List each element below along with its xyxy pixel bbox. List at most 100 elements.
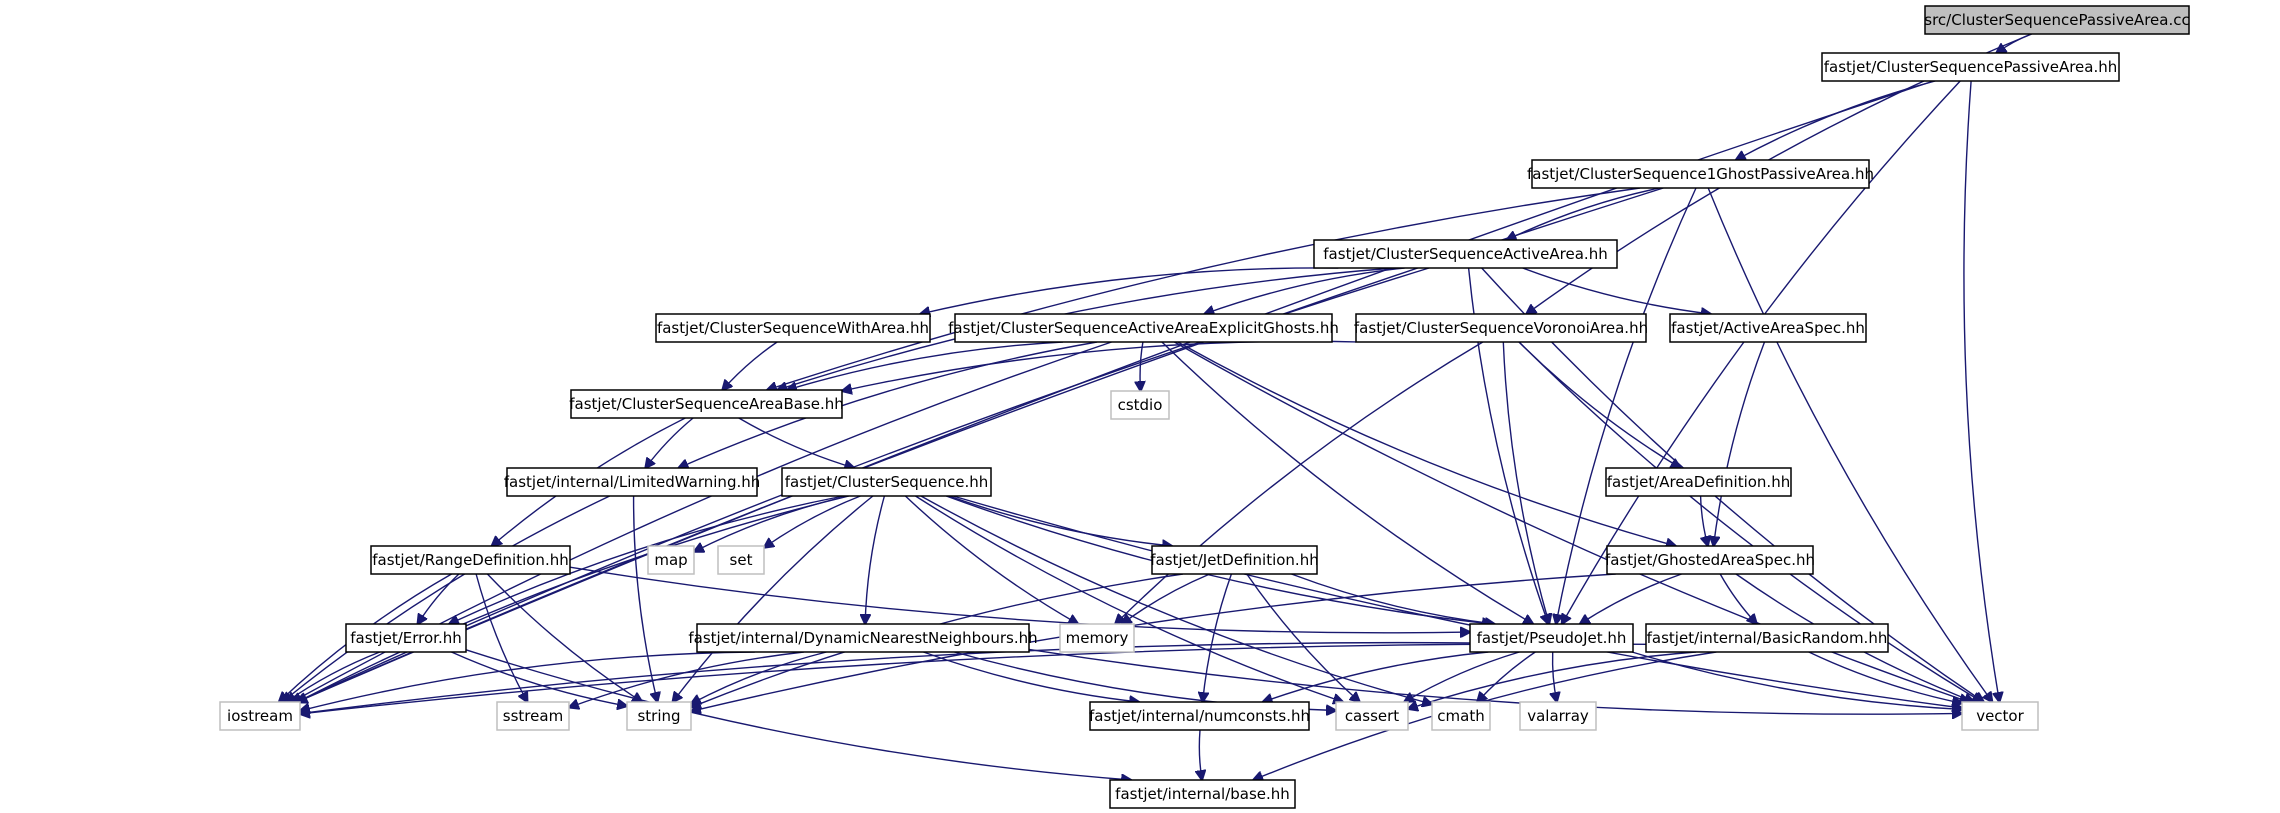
- node-label-dnn: fastjet/internal/DynamicNearestNeighbour…: [688, 629, 1037, 647]
- node-box-csva: [1355, 313, 1647, 343]
- node-sstream: sstream: [496, 701, 570, 731]
- node-cswa[interactable]: fastjet/ClusterSequenceWithArea.hh: [655, 313, 931, 343]
- node-cs[interactable]: fastjet/ClusterSequence.hh: [781, 467, 992, 497]
- node-label-cstdio: cstdio: [1118, 396, 1163, 414]
- node-label-cs1g: fastjet/ClusterSequence1GhostPassiveArea…: [1527, 165, 1874, 183]
- edge-jd-to-nc: [1203, 573, 1233, 702]
- edge-cspa-to-cs1g: [1736, 80, 1936, 160]
- node-box-string: [626, 701, 692, 731]
- node-map: map: [647, 545, 695, 575]
- node-label-pj: fastjet/PseudoJet.hh: [1477, 629, 1627, 647]
- edge-dnn-to-vector: [1028, 648, 1962, 714]
- node-cspa[interactable]: fastjet/ClusterSequencePassiveArea.hh: [1821, 52, 2120, 82]
- edge-cs-to-memory: [904, 495, 1078, 624]
- edge-br-to-cassert: [1408, 651, 1697, 709]
- node-aas[interactable]: fastjet/ActiveAreaSpec.hh: [1669, 313, 1867, 343]
- node-label-set: set: [730, 551, 753, 569]
- node-jd[interactable]: fastjet/JetDefinition.hh: [1150, 545, 1319, 575]
- node-root[interactable]: src/ClusterSequencePassiveArea.cc: [1924, 5, 2190, 35]
- nodes-layer: src/ClusterSequencePassiveArea.cc fastjet…: [219, 5, 2190, 809]
- node-pj[interactable]: fastjet/PseudoJet.hh: [1469, 623, 1634, 653]
- node-box-cstdio: [1110, 390, 1170, 420]
- node-dnn[interactable]: fastjet/internal/DynamicNearestNeighbour…: [688, 623, 1038, 653]
- node-set: set: [717, 545, 765, 575]
- edge-cs-to-cassert: [915, 495, 1344, 702]
- edge-cs1g-to-csab: [767, 187, 1641, 390]
- edge-csaeg-to-csab: [787, 341, 1064, 390]
- edge-csva-to-memory: [1115, 341, 1484, 624]
- node-label-br: fastjet/internal/BasicRandom.hh: [1647, 629, 1888, 647]
- edge-jd-to-cassert: [1246, 573, 1360, 702]
- node-csab[interactable]: fastjet/ClusterSequenceAreaBase.hh: [569, 389, 844, 419]
- edge-br-to-vector: [1808, 651, 1962, 703]
- node-box-cmath: [1431, 701, 1491, 731]
- edge-ad-to-gas: [1699, 495, 1708, 546]
- node-box-err: [345, 623, 467, 653]
- node-box-lw: [506, 467, 758, 497]
- edge-cs-to-vector: [952, 495, 1962, 708]
- node-label-csva: fastjet/ClusterSequenceVoronoiArea.hh: [1354, 319, 1648, 337]
- node-label-rd: fastjet/RangeDefinition.hh: [372, 551, 568, 569]
- edge-gas-to-pj: [1580, 573, 1682, 624]
- node-box-pj: [1469, 623, 1634, 653]
- edge-rd-to-string: [486, 573, 642, 702]
- node-csva[interactable]: fastjet/ClusterSequenceVoronoiArea.hh: [1354, 313, 1648, 343]
- edge-pj-to-cmath: [1477, 651, 1536, 702]
- node-base[interactable]: fastjet/internal/base.hh: [1109, 779, 1296, 809]
- node-ad[interactable]: fastjet/AreaDefinition.hh: [1605, 467, 1792, 497]
- node-valarray: valarray: [1519, 701, 1597, 731]
- edge-cs-to-string: [673, 495, 874, 702]
- node-label-csab: fastjet/ClusterSequenceAreaBase.hh: [569, 395, 844, 413]
- node-gas[interactable]: fastjet/GhostedAreaSpec.hh: [1605, 545, 1815, 575]
- edge-err-to-iostream: [286, 651, 381, 702]
- node-label-map: map: [654, 551, 687, 569]
- node-csaeg[interactable]: fastjet/ClusterSequenceActiveAreaExplici…: [948, 313, 1339, 343]
- node-box-root: [1924, 5, 2190, 35]
- edge-csaa-to-csab: [777, 267, 1395, 390]
- edge-jd-to-pj: [1291, 573, 1494, 624]
- edge-cspa-to-vector: [1963, 80, 1999, 702]
- node-box-map: [647, 545, 695, 575]
- edge-br-to-iostream: [300, 643, 1647, 714]
- node-string: string: [626, 701, 692, 731]
- node-err[interactable]: fastjet/Error.hh: [345, 623, 467, 653]
- edge-dnn-to-string: [691, 651, 827, 704]
- edge-csva-to-vector: [1518, 341, 1982, 702]
- node-label-memory: memory: [1066, 629, 1129, 647]
- node-box-memory: [1059, 623, 1135, 653]
- node-label-cmath: cmath: [1437, 707, 1484, 725]
- edge-lw-to-string: [632, 495, 658, 702]
- node-label-vector: vector: [1976, 707, 2024, 725]
- node-iostream: iostream: [219, 701, 301, 731]
- edge-csaeg-to-pj: [1161, 341, 1533, 624]
- node-nc[interactable]: fastjet/internal/numconsts.hh: [1089, 701, 1310, 731]
- edge-csaeg-to-gas: [1177, 341, 1676, 546]
- node-box-iostream: [219, 701, 301, 731]
- edge-csaa-to-aas: [1522, 267, 1711, 314]
- node-csaa[interactable]: fastjet/ClusterSequenceActiveArea.hh: [1313, 239, 1618, 269]
- node-lw[interactable]: fastjet/internal/LimitedWarning.hh: [504, 467, 761, 497]
- node-box-br: [1645, 623, 1889, 653]
- edge-aas-to-gas: [1714, 341, 1766, 546]
- node-label-csaeg: fastjet/ClusterSequenceActiveAreaExplici…: [948, 319, 1339, 337]
- node-box-valarray: [1519, 701, 1597, 731]
- node-box-csaeg: [954, 313, 1333, 343]
- node-label-nc: fastjet/internal/numconsts.hh: [1089, 707, 1310, 725]
- node-memory: memory: [1059, 623, 1135, 653]
- node-rd[interactable]: fastjet/RangeDefinition.hh: [370, 545, 571, 575]
- edge-rd-to-err: [418, 573, 460, 624]
- node-box-rd: [370, 545, 571, 575]
- node-box-cspa: [1821, 52, 2120, 82]
- node-label-cspa: fastjet/ClusterSequencePassiveArea.hh: [1824, 58, 2118, 76]
- edge-csva-to-ad: [1518, 341, 1681, 468]
- node-label-string: string: [637, 707, 680, 725]
- edge-pj-to-nc: [1263, 651, 1489, 702]
- edge-csva-to-pj: [1502, 341, 1549, 624]
- edge-pj-to-cassert: [1404, 651, 1520, 702]
- edge-rd-to-pj: [569, 566, 1470, 633]
- node-cs1g[interactable]: fastjet/ClusterSequence1GhostPassiveArea…: [1527, 159, 1874, 189]
- node-cmath: cmath: [1431, 701, 1491, 731]
- node-box-csaa: [1313, 239, 1618, 269]
- node-br[interactable]: fastjet/internal/BasicRandom.hh: [1645, 623, 1889, 653]
